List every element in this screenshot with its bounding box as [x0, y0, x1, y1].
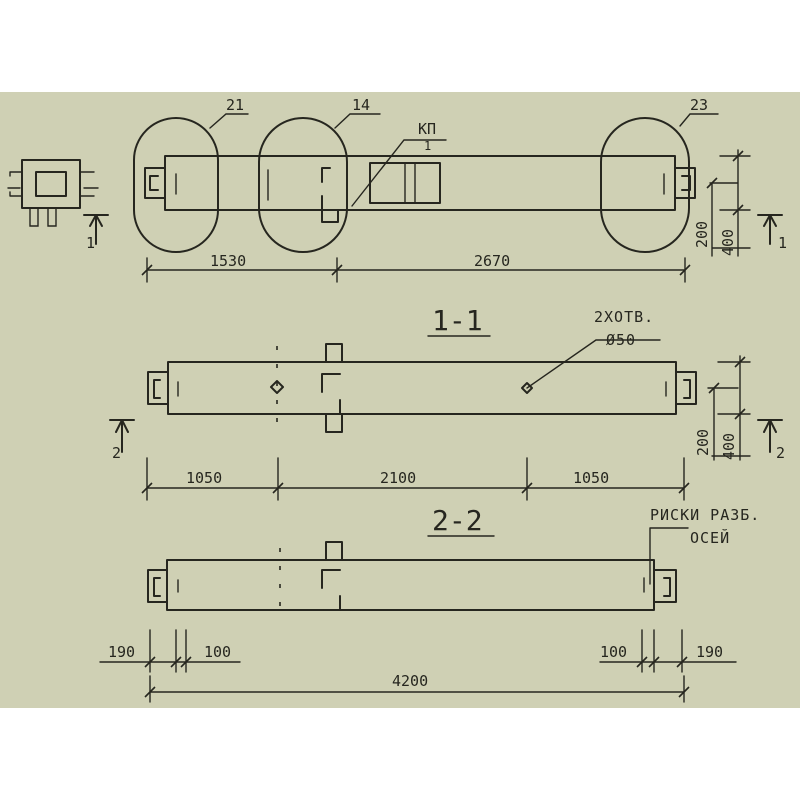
dim-1050-left: 1050: [186, 469, 222, 487]
section-1-1-title: 1-1: [432, 304, 483, 337]
callout-loop-21: [133, 117, 219, 253]
section-mark-left: [83, 214, 109, 245]
beam-section-1-1: [167, 361, 677, 415]
callout-23: 23: [690, 96, 708, 114]
right-fitting-2-2: [653, 569, 677, 603]
plan-dim-400: 400: [719, 229, 737, 256]
leader-14: [334, 113, 381, 129]
plan-mark-right: 1: [778, 234, 787, 252]
section-1-dim-200: 200: [694, 429, 712, 456]
callout-21: 21: [226, 96, 244, 114]
beam-plan-outline: [164, 155, 676, 211]
callout-loop-14: [258, 117, 348, 253]
plan-mark-left: 1: [86, 234, 95, 252]
end-view-detail: [7, 159, 99, 227]
axis-marks-note-line1: РИСКИ РАЗБ.: [650, 506, 760, 524]
callout-loop-23: [600, 117, 690, 253]
plan-dim-2670: 2670: [474, 252, 510, 270]
callout-kp-sub: 1: [424, 139, 431, 153]
hole-left: [270, 380, 284, 394]
leader-21: [209, 113, 249, 129]
axis-marks-note-line2: ОСЕЙ: [690, 528, 730, 547]
plan-dim-1530: 1530: [210, 252, 246, 270]
dim-2100: 2100: [380, 469, 416, 487]
dim-1050-right: 1050: [573, 469, 609, 487]
plan-view: 21 14 23 КП 1 1530 2670 200 400 1 1: [7, 96, 787, 283]
section-2-2: 2-2 РИСКИ РАЗБ. ОСЕЙ 190 100 100 190 420…: [99, 504, 760, 703]
drawing-sheet: [0, 92, 800, 708]
left-fitting-1-1: [147, 371, 169, 405]
holes-note-line2: Ø50: [606, 331, 636, 349]
dim-100-right: 100: [600, 643, 627, 661]
leader-23: [679, 113, 719, 127]
left-fitting-2-2: [147, 569, 168, 603]
dim-190-left: 190: [108, 643, 135, 661]
dim-4200: 4200: [392, 672, 428, 690]
section-mark-2-left: [109, 419, 135, 453]
callout-kp: КП: [418, 120, 436, 138]
plan-dim-200: 200: [693, 221, 711, 248]
section-1-mark-left: 2: [112, 444, 121, 462]
dim-190-right: 190: [696, 643, 723, 661]
beam-section-2-2: [166, 559, 655, 611]
right-fitting-1-1: [675, 371, 697, 405]
section-1-1: 1-1 2ХОТВ. Ø50 1050 2100 1050 200 400 2: [109, 304, 785, 501]
callout-14: 14: [352, 96, 370, 114]
section-1-mark-right: 2: [776, 444, 785, 462]
leader-axis-marks: [649, 527, 689, 585]
left-end-fitting: [144, 167, 166, 199]
section-mark-right: [757, 214, 783, 245]
holes-note-line1: 2ХОТВ.: [594, 308, 654, 326]
dim-100-left: 100: [204, 643, 231, 661]
section-1-dim-400: 400: [720, 433, 738, 460]
leader-holes: [526, 339, 661, 389]
section-2-2-title: 2-2: [432, 504, 483, 537]
leader-kp: [351, 139, 447, 207]
section-mark-2-right: [757, 419, 783, 453]
